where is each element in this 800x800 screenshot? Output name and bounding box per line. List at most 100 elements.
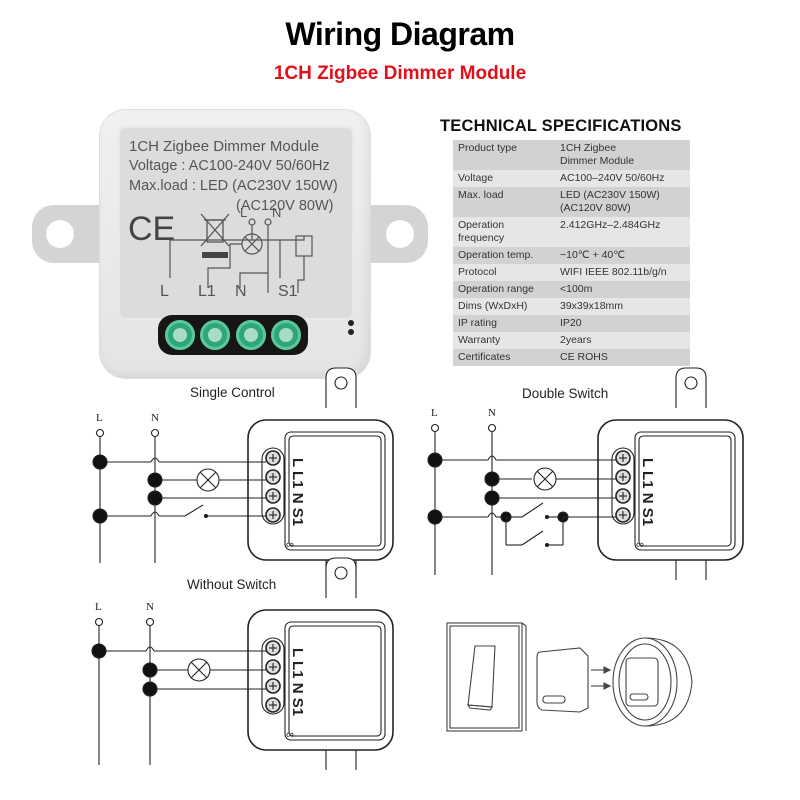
mounting-ear [325, 557, 357, 598]
terminal-screw [235, 320, 266, 350]
spec-row: Operation temp. −10℃ + 40℃ [453, 247, 690, 264]
without-switch-title: Without Switch [187, 577, 277, 592]
spec-key: Operation temp. [458, 249, 534, 261]
single-control-title: Single Control [190, 385, 275, 400]
spec-row: Certificates CE ROHS [453, 349, 690, 366]
spec-key: Max. load [458, 189, 504, 201]
mounting-ear [325, 750, 357, 770]
terminal-screw [200, 320, 231, 350]
indicator-dots [348, 320, 354, 338]
terminal-strip [611, 447, 635, 525]
page-subtitle: 1CH Zigbee Dimmer Module [273, 63, 527, 84]
switch-rocker [467, 645, 496, 708]
mounting-ear [675, 560, 707, 580]
supply-terminal [145, 617, 155, 627]
line-label-L: L [431, 407, 438, 419]
spec-value: <100m [560, 283, 593, 295]
plate-terminal-L1: L1 [198, 283, 216, 300]
installation-illustration [446, 622, 693, 732]
weee-bin-icon [200, 213, 230, 258]
supply-terminal [95, 428, 105, 438]
module-inner [638, 435, 732, 547]
infinity-mark: ∞ [286, 539, 294, 551]
spec-value: −10℃ + 40℃ [560, 249, 626, 261]
junction-dot [91, 643, 107, 659]
plate-max-load: Max.load : LED (AC230V 150W) [129, 178, 338, 194]
terminal-labels: L L1 N S1 [289, 648, 306, 716]
spec-value: CE ROHS [560, 351, 608, 363]
spec-key: Operation frequency [458, 219, 505, 244]
plate-voltage: Voltage : AC100-240V 50/60Hz [129, 158, 330, 174]
double-switch-title: Double Switch [522, 386, 609, 401]
spec-key: Operation range [458, 283, 534, 295]
wall-switch-plate [446, 622, 523, 732]
line-label-N: N [146, 601, 154, 613]
module-3d [536, 647, 589, 713]
supply-terminal [150, 428, 160, 438]
spec-value: IP20 [560, 317, 582, 329]
module-outline [247, 609, 394, 751]
spec-key: Certificates [458, 351, 511, 363]
mounting-hole [684, 376, 698, 390]
switch-contact [521, 530, 544, 546]
plate-terminal-N: N [235, 283, 247, 300]
switch-contact [184, 504, 204, 517]
terminal-block [158, 315, 308, 355]
page-title: Wiring Diagram [285, 16, 515, 52]
junction-dot [92, 454, 108, 470]
spec-value: 1CH Zigbee Dimmer Module [560, 142, 635, 167]
svg-text:L: L [240, 205, 247, 220]
plate-schematic: L L1 N S1 L N [160, 205, 313, 300]
plate-terminal-S1: S1 [278, 283, 298, 300]
line-label-N: N [151, 412, 159, 424]
junction-dot [147, 490, 163, 506]
module-outline [247, 419, 394, 561]
wire-crossover [487, 512, 497, 518]
module-inner [284, 431, 386, 551]
module-inner [288, 625, 382, 737]
module-inner [634, 431, 736, 551]
terminal-strip [261, 637, 285, 715]
spec-value: 39x39x18mm [560, 300, 624, 312]
mounting-ear [325, 367, 357, 408]
line-label-L: L [96, 412, 103, 424]
junction-dot [142, 681, 158, 697]
plate-product-name: 1CH Zigbee Dimmer Module [129, 138, 320, 155]
terminal-labels: L L1 N S1 [639, 458, 656, 526]
wire-crossover [487, 455, 497, 461]
module-inner [284, 621, 386, 741]
mounting-hole [334, 376, 348, 390]
spec-key: Voltage [458, 172, 494, 184]
spec-row: Max. load LED (AC230V 150W) (AC120V 80W) [453, 187, 690, 217]
wire-crossover [150, 457, 160, 463]
label-plate: 1CH Zigbee Dimmer Module Voltage : AC100… [120, 128, 352, 318]
junction-dot [484, 471, 500, 487]
wire-crossover [150, 511, 160, 517]
junction-dot [92, 508, 108, 524]
switch-contact [521, 502, 544, 518]
supply-terminal [487, 423, 497, 433]
junction-dot [427, 509, 443, 525]
lamp-icon [190, 661, 208, 679]
lamp-icon [199, 471, 217, 489]
spec-value: LED (AC230V 150W) (AC120V 80W) [560, 189, 660, 214]
spec-row: IP rating IP20 [453, 315, 690, 332]
terminal-screw [164, 320, 195, 350]
specs-title: TECHNICAL SPECIFICATIONS [440, 117, 682, 135]
lamp-icon [536, 470, 554, 488]
spec-key: IP rating [458, 317, 497, 329]
module-body: 1CH Zigbee Dimmer Module Voltage : AC100… [100, 110, 370, 378]
spec-row: Dims (WxDxH)39x39x18mm [453, 298, 690, 315]
infinity-mark: ∞ [636, 539, 644, 551]
spec-row: Operation range <100m [453, 281, 690, 298]
spec-key: Protocol [458, 266, 497, 278]
plate-terminal-L: L [160, 283, 169, 300]
spec-value: 2years [560, 334, 592, 346]
